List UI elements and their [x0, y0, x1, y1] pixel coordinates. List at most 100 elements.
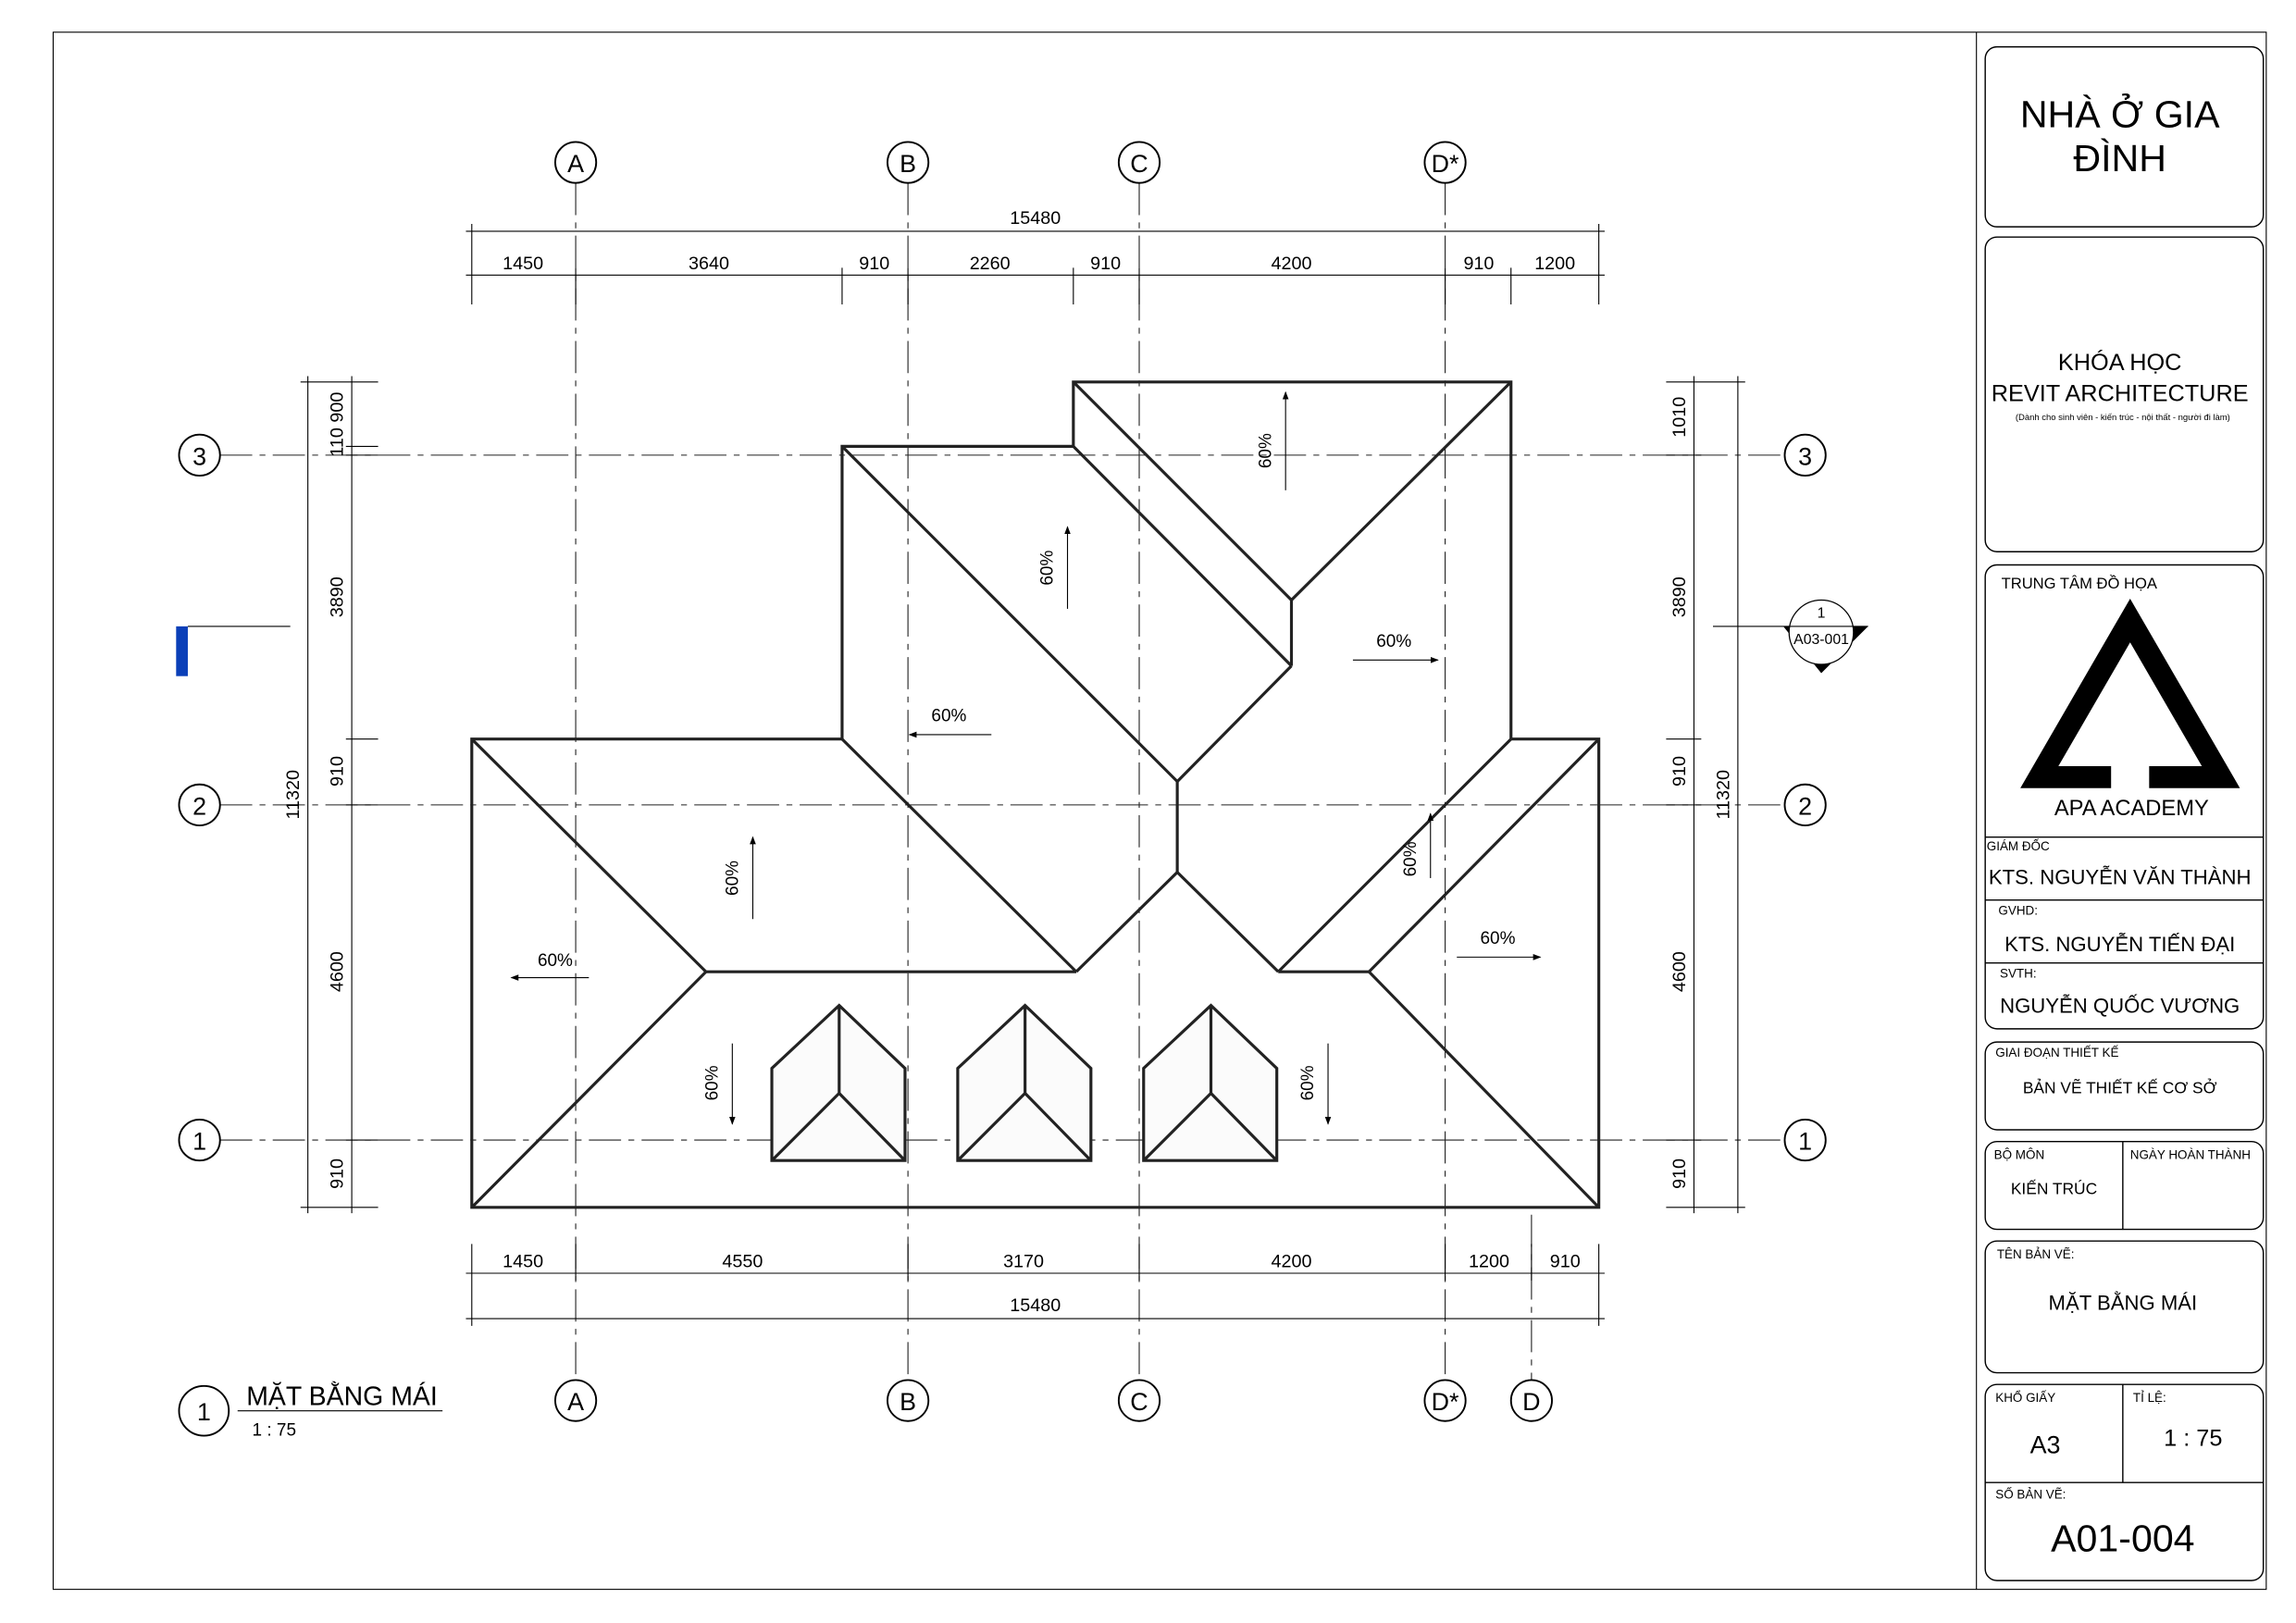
apa-logo — [2020, 598, 2240, 788]
slope-arrow: 60% — [1352, 632, 1439, 663]
svg-text:910: 910 — [859, 254, 889, 274]
svg-text:NGUYỄN QUỐC VƯƠNG: NGUYỄN QUỐC VƯƠNG — [2000, 993, 2240, 1017]
grid-bubble-d: D — [1509, 1379, 1553, 1422]
svg-text:910: 910 — [1463, 254, 1494, 274]
selection-marker[interactable] — [176, 626, 291, 676]
svg-text:15480: 15480 — [1010, 1295, 1061, 1316]
svg-text:60%: 60% — [931, 707, 966, 726]
grid-bubble-3: 3 — [1783, 433, 1827, 477]
slope-arrow: 60% — [703, 1043, 736, 1125]
roof-ridges — [470, 380, 1600, 1208]
svg-text:MẶT BẰNG MÁI: MẶT BẰNG MÁI — [2049, 1292, 2198, 1315]
slope-arrow: 60% — [908, 707, 992, 738]
svg-text:15480: 15480 — [1010, 208, 1061, 229]
svg-text:4600: 4600 — [328, 951, 348, 992]
dormer — [1142, 1003, 1279, 1162]
slope-arrows: 60% 60% 60% 60% 60% 60% 60% 60% 60% 60% — [510, 390, 1542, 1125]
svg-text:2260: 2260 — [970, 254, 1011, 274]
svg-text:B: B — [900, 150, 916, 178]
slope-arrow: 60% — [1401, 812, 1434, 878]
svg-text:1010: 1010 — [1669, 397, 1690, 438]
svg-text:1 : 75: 1 : 75 — [2164, 1426, 2222, 1452]
svg-text:1: 1 — [1818, 605, 1826, 621]
svg-text:TÊN BẢN VẼ:: TÊN BẢN VẼ: — [1997, 1247, 2075, 1261]
svg-text:2: 2 — [192, 792, 206, 820]
svg-text:3: 3 — [1798, 442, 1812, 470]
svg-text:A3: A3 — [2030, 1431, 2061, 1459]
svg-text:910: 910 — [328, 1158, 348, 1189]
svg-text:D*: D* — [1432, 150, 1459, 178]
slope-arrow: 60% — [1256, 390, 1289, 490]
svg-text:TRUNG TÂM ĐỒ HỌA: TRUNG TÂM ĐỒ HỌA — [2002, 575, 2158, 592]
dormer — [770, 1003, 907, 1162]
sheet-border — [52, 31, 2267, 1591]
svg-text:1: 1 — [197, 1398, 211, 1426]
svg-text:60%: 60% — [724, 861, 743, 896]
svg-text:KIẾN TRÚC: KIẾN TRÚC — [2011, 1180, 2097, 1198]
svg-text:60%: 60% — [1038, 551, 1058, 586]
svg-text:D*: D* — [1432, 1388, 1459, 1416]
svg-text:110 900: 110 900 — [328, 392, 348, 457]
svg-text:60%: 60% — [1256, 433, 1275, 468]
slope-arrow: 60% — [724, 836, 756, 920]
grid-bubble-2: 2 — [1783, 783, 1827, 826]
svg-text:4600: 4600 — [1669, 951, 1690, 992]
svg-text:1450: 1450 — [503, 254, 543, 274]
svg-text:1: 1 — [192, 1128, 206, 1156]
slope-arrow: 60% — [510, 951, 590, 981]
svg-text:60%: 60% — [1401, 841, 1421, 876]
grid-bubble-a: A — [554, 141, 598, 184]
grid-bubble-2: 2 — [178, 783, 221, 826]
grid-bubble-b: B — [887, 141, 930, 184]
svg-text:4200: 4200 — [1272, 254, 1312, 274]
svg-text:A: A — [567, 1388, 584, 1416]
grid-bubbles: A B C D* A B C D* D 3 2 1 3 2 1 — [178, 141, 1827, 1422]
grid-bubble-c: C — [1117, 141, 1161, 184]
svg-text:2: 2 — [1798, 792, 1812, 820]
svg-text:D: D — [1522, 1388, 1540, 1416]
svg-text:11320: 11320 — [283, 770, 304, 820]
grid-bubble-1: 1 — [178, 1118, 221, 1162]
svg-text:KHỔ GIẤY: KHỔ GIẤY — [1995, 1391, 2055, 1405]
svg-text:BẢN VẼ THIẾT KẾ CƠ SỞ: BẢN VẼ THIẾT KẾ CƠ SỞ — [2023, 1078, 2217, 1096]
svg-text:4550: 4550 — [722, 1252, 763, 1272]
view-title: 1 MẶT BẰNG MÁI 1 : 75 — [178, 1381, 443, 1441]
grid-bubble-b: B — [887, 1379, 930, 1422]
grid-bubble-c: C — [1117, 1379, 1161, 1422]
svg-text:4200: 4200 — [1272, 1252, 1312, 1272]
svg-text:MẶT BẰNG MÁI: MẶT BẰNG MÁI — [246, 1381, 438, 1411]
title-block: NHÀ Ở GIA ĐÌNH KHÓA HỌC REVIT ARCHITECTU… — [1984, 45, 2265, 1581]
svg-text:60%: 60% — [1376, 632, 1411, 651]
svg-text:B: B — [900, 1388, 916, 1416]
svg-text:910: 910 — [328, 756, 348, 787]
svg-text:3170: 3170 — [1003, 1252, 1044, 1272]
svg-text:60%: 60% — [1481, 929, 1516, 948]
dimensions-right: 1010 3890 910 4600 910 11320 — [1666, 376, 1745, 1214]
svg-text:3640: 3640 — [689, 254, 729, 274]
grid-bubble-1: 1 — [1783, 1118, 1827, 1162]
grid-lines — [219, 182, 1785, 1381]
svg-text:APA ACADEMY: APA ACADEMY — [2054, 797, 2209, 821]
roof-plan — [470, 380, 1601, 1209]
svg-text:1: 1 — [1798, 1128, 1812, 1156]
dimensions-bottom: 1450 4550 3170 4200 1200 910 15480 — [465, 1244, 1605, 1326]
svg-text:GIAI ĐOẠN THIẾT KẾ: GIAI ĐOẠN THIẾT KẾ — [1995, 1046, 2118, 1059]
svg-text:REVIT ARCHITECTURE: REVIT ARCHITECTURE — [1992, 380, 2249, 406]
grid-bubble-d-star: D* — [1423, 141, 1467, 184]
section-marker[interactable]: 1 A03-001 — [1712, 599, 1868, 674]
svg-text:BỘ MÔN: BỘ MÔN — [1994, 1148, 2045, 1162]
dimensions-left: 11320 110 900 3890 910 4600 910 — [283, 376, 379, 1214]
svg-text:910: 910 — [1669, 1158, 1690, 1189]
svg-text:KHÓA HỌC: KHÓA HỌC — [2058, 349, 2182, 376]
dimensions-top: 15480 1450 3640 910 2260 910 4200 910 12… — [465, 208, 1605, 304]
grid-bubble-3: 3 — [178, 433, 221, 477]
svg-text:1200: 1200 — [1469, 1252, 1509, 1272]
svg-text:910: 910 — [1669, 756, 1690, 787]
svg-text:1200: 1200 — [1534, 254, 1575, 274]
svg-text:1 : 75: 1 : 75 — [253, 1421, 296, 1441]
dormer — [956, 1003, 1093, 1162]
svg-text:TỈ LỆ:: TỈ LỆ: — [2133, 1391, 2166, 1405]
svg-text:A: A — [567, 150, 584, 178]
svg-text:A01-004: A01-004 — [2051, 1518, 2194, 1560]
